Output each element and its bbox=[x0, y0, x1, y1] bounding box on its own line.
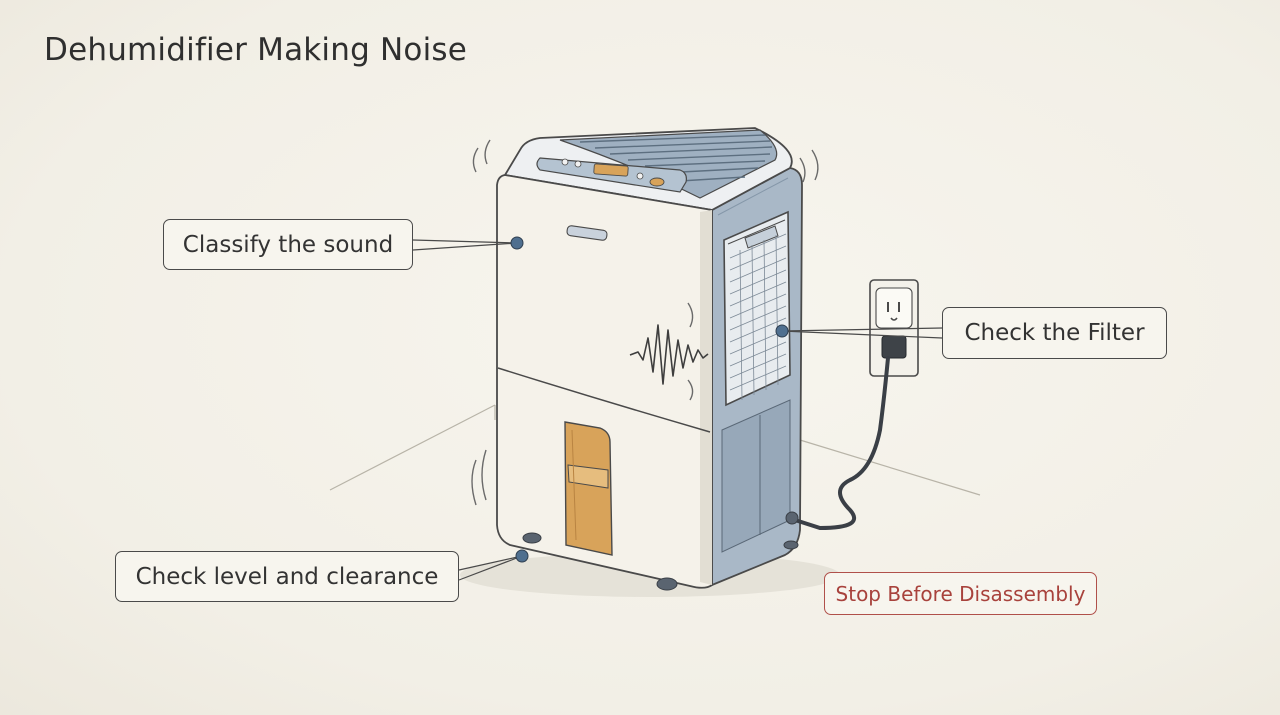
callout-stop-disassembly-label: Stop Before Disassembly bbox=[835, 581, 1086, 606]
sound-wave bbox=[629, 324, 709, 385]
front-handle bbox=[566, 225, 608, 241]
power-cord bbox=[793, 356, 890, 531]
marker-dots bbox=[510, 236, 789, 563]
callout-check-filter: Check the Filter bbox=[942, 307, 1167, 359]
callout-check-level: Check level and clearance bbox=[115, 551, 459, 602]
control-panel bbox=[536, 157, 687, 193]
callout-stop-disassembly: Stop Before Disassembly bbox=[824, 572, 1097, 615]
marker-dot-level bbox=[515, 549, 529, 563]
page-title: Dehumidifier Making Noise bbox=[44, 32, 468, 68]
marker-dot-filter bbox=[775, 324, 789, 338]
callout-classify-sound-label: Classify the sound bbox=[182, 231, 394, 258]
caster-wheels bbox=[522, 532, 799, 591]
tank-seam bbox=[497, 367, 711, 433]
callout-check-filter-label: Check the Filter bbox=[964, 320, 1145, 346]
filter-mesh bbox=[729, 233, 787, 401]
wall-outlet bbox=[869, 279, 919, 377]
top-vent bbox=[559, 129, 778, 199]
front-body bbox=[496, 174, 713, 589]
leader-lines bbox=[412, 239, 943, 581]
marker-dot-sound bbox=[510, 236, 524, 250]
vibration-marks bbox=[471, 139, 819, 506]
callout-classify-sound: Classify the sound bbox=[163, 219, 413, 270]
callout-check-level-label: Check level and clearance bbox=[135, 563, 439, 590]
floor-lines bbox=[329, 404, 981, 496]
water-tank-window bbox=[564, 421, 613, 556]
